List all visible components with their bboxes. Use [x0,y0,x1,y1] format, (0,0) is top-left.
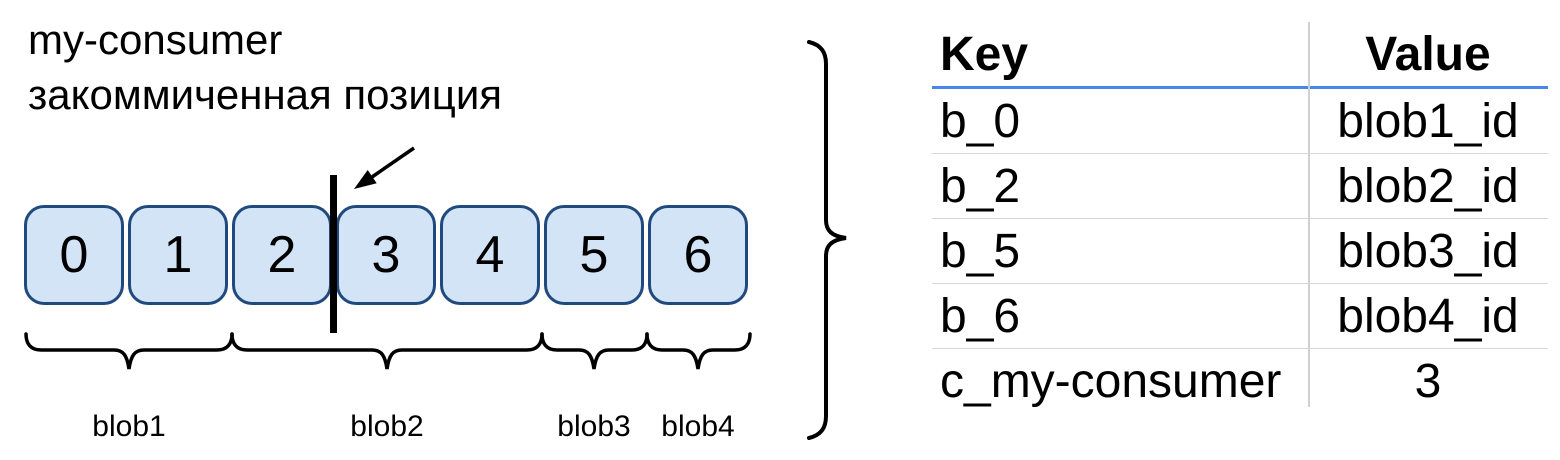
log-slot-5: 5 [544,205,644,305]
blob1-brace [24,332,234,370]
log-slot-5-label: 5 [579,226,609,284]
blob3-label: blob3 [557,410,631,443]
table-row: b_2 blob2_id [932,154,1548,219]
key-cell: b_0 [940,94,1021,148]
log-slot-4-label: 4 [475,226,505,284]
table-header-row: Key Value [932,22,1548,89]
blob4-label: blob4 [661,410,735,443]
aggregate-brace [807,40,847,440]
consumer-commit-title: my-consumer закоммиченная позиция [28,12,502,122]
log-slot-0: 0 [24,205,124,305]
table-column-divider [1308,22,1310,407]
value-cell: blob4_id [1337,289,1519,343]
commit-arrow-line [371,146,415,179]
value-cell: blob2_id [1337,159,1519,213]
key-cell: b_6 [940,289,1021,343]
key-cell: b_5 [940,224,1021,278]
table-row: b_5 blob3_id [932,219,1548,284]
value-cell: blob1_id [1337,94,1519,148]
log-slot-4: 4 [440,205,540,305]
key-cell: c_my-consumer [940,354,1282,408]
blob1-label: blob1 [92,410,166,443]
blob4-brace [645,332,752,370]
log-slot-3: 3 [336,205,436,305]
blob3-brace [540,332,649,370]
log-slot-0-label: 0 [59,226,89,284]
value-cell: blob3_id [1337,224,1519,278]
log-slot-2: 2 [232,205,332,305]
value-header: Value [1365,27,1491,81]
log-slot-6-label: 6 [683,226,713,284]
log-slot-2-label: 2 [267,226,297,284]
table-row: b_0 blob1_id [932,89,1548,154]
log-slot-1-label: 1 [163,226,193,284]
key-header: Key [940,27,1029,81]
log-slot-3-label: 3 [371,226,401,284]
table-row: b_6 blob4_id [932,284,1548,349]
title-line1: my-consumer [28,16,283,63]
blob2-label: blob2 [350,410,424,443]
log-slot-6: 6 [648,205,748,305]
kv-table: Key Value b_0 blob1_id b_2 blob2_id b_5 … [932,22,1548,413]
blob2-brace [230,332,544,370]
value-cell: 3 [1414,354,1442,408]
log-slot-1: 1 [128,205,228,305]
commit-arrow-head-icon [354,170,377,189]
committed-position-marker [330,175,337,333]
title-line2: закоммиченная позиция [28,71,503,118]
table-row: c_my-consumer 3 [932,349,1548,413]
key-cell: b_2 [940,159,1021,213]
